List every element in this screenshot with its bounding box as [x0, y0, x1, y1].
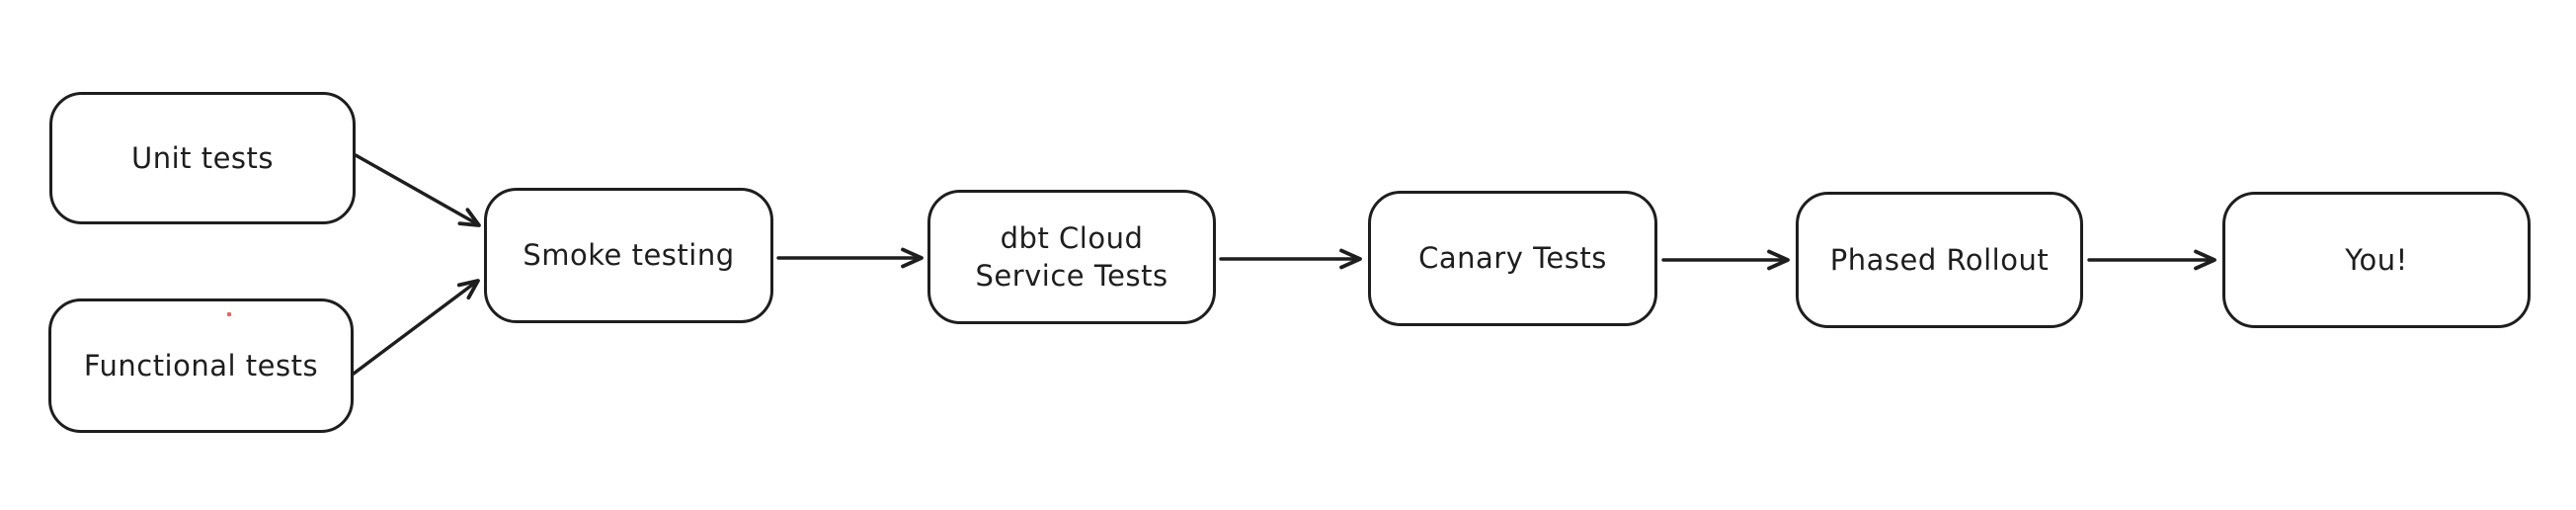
- arrow-unit-to-smoke: [354, 153, 481, 227]
- node-unit-tests-label: Unit tests: [130, 140, 275, 175]
- arrow-smoke-to-dbt: [776, 247, 924, 269]
- node-functional-tests-label: Functional tests: [83, 348, 319, 382]
- arrow-functional-to-smoke: [352, 279, 480, 376]
- node-canary-tests-label: Canary Tests: [1418, 241, 1607, 276]
- node-unit-tests: Unit tests: [49, 92, 356, 224]
- node-smoke-testing: Smoke testing: [484, 188, 773, 323]
- node-dbt-cloud-service-tests-label: dbt Cloud Service Tests: [975, 220, 1168, 293]
- node-you: You!: [2222, 192, 2531, 328]
- node-you-label: You!: [2345, 242, 2408, 277]
- node-phased-rollout-label: Phased Rollout: [1829, 242, 2050, 277]
- arrow-dbt-to-canary: [1219, 248, 1362, 270]
- node-dbt-cloud-service-tests: dbt Cloud Service Tests: [927, 190, 1216, 324]
- arrow-phased-to-you: [2087, 249, 2216, 271]
- stray-red-dot-artifact: [227, 312, 231, 316]
- arrow-canary-to-phased: [1661, 249, 1790, 271]
- node-functional-tests: Functional tests: [48, 298, 354, 433]
- node-phased-rollout: Phased Rollout: [1796, 192, 2083, 328]
- node-smoke-testing-label: Smoke testing: [523, 238, 735, 273]
- node-canary-tests: Canary Tests: [1368, 191, 1657, 326]
